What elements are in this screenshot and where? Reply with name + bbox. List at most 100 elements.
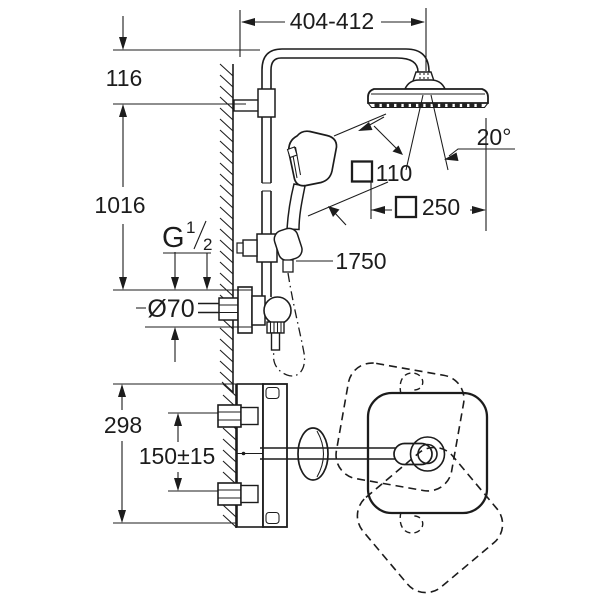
hose-outlet-tube: [270, 332, 281, 351]
dim-250-label: 250: [422, 194, 460, 220]
head-mount-dome: [403, 79, 447, 90]
arrow-1016-top: [119, 104, 127, 117]
angle-arrow-right: [444, 152, 459, 161]
riser-joint: [262, 182, 271, 192]
valve-body-block: [251, 295, 266, 326]
arm-plan-end-cap: [393, 442, 433, 466]
riser-pipe: [233, 48, 430, 297]
thread-numerator: 1: [186, 218, 195, 237]
head-nozzles: [374, 103, 482, 108]
holder-knob-tip: [236, 242, 244, 254]
arrow-110-upper: [358, 122, 373, 131]
dimension-116-1016: 116 1016: [94, 16, 260, 290]
holder-cup: [273, 227, 303, 262]
square-symbol-250: [394, 195, 418, 219]
angle-underline: [448, 148, 515, 157]
front-view: 404-412 116 1016 G 1 2: [94, 8, 515, 393]
dimension-spacing-150: 150±15: [139, 412, 228, 492]
union-collar-top: [240, 406, 259, 426]
knurl-texture: [269, 322, 282, 333]
hand-shower-head: [287, 130, 338, 187]
plan-center-dot: [241, 451, 246, 456]
arrow-right: [411, 18, 425, 26]
arrow-298-top: [118, 384, 126, 397]
union-nut-bottom: [217, 482, 242, 506]
hand-shower-button: [286, 146, 298, 159]
thread-g-label: G: [162, 222, 185, 254]
valve-knob-circle: [263, 296, 292, 325]
head-plan-outline: [366, 391, 489, 515]
dimension-hand-shower-110: 110: [307, 113, 412, 226]
angle-arrow-left-stem: [373, 125, 398, 150]
union-nut-top: [217, 404, 242, 428]
thread-denominator: 2: [203, 235, 212, 254]
swivel-outline-lower: [356, 446, 504, 594]
dimension-head-250: 250: [370, 118, 487, 231]
spray-angle-callout: 20°: [373, 124, 515, 161]
swivel-connector-lower: [399, 511, 424, 534]
body-corner-detail-bottom: [265, 511, 280, 525]
square-symbol-110: [350, 160, 374, 183]
valve-main-body: [262, 383, 288, 528]
arrow-left: [241, 18, 255, 26]
hand-shower: [286, 130, 338, 231]
dim-1750-label: 1750: [335, 248, 386, 274]
shower-hose-curve: [272, 272, 306, 377]
hex-nut-facets: [219, 304, 238, 314]
plan-view: 298 150±15: [104, 362, 504, 594]
union-nut-bottom-facets: [218, 489, 241, 499]
holder-knob: [242, 239, 258, 257]
tangent-line-lower: [307, 181, 389, 217]
head-body: [367, 88, 489, 104]
thread-callout-g12: G 1 2: [162, 218, 212, 290]
flange-arrow-bottom: [171, 327, 179, 340]
union-collar-bottom: [240, 484, 259, 504]
arrow-1016-bottom: [119, 277, 127, 290]
hand-shower-holder: [236, 227, 303, 273]
thread-leader-arrow: [203, 277, 211, 290]
ball-joint-outer: [409, 436, 446, 472]
wall-hatching-front: [219, 63, 234, 393]
arrow-250-right: [472, 206, 486, 214]
dim-116-label: 116: [106, 65, 143, 91]
arrow-250-left: [371, 206, 385, 214]
valve-plan: [217, 383, 446, 528]
shower-arm: [281, 48, 430, 73]
wall-bracket-collar: [257, 88, 276, 118]
head-connector-threads: [419, 73, 429, 80]
wall-flange: [237, 286, 253, 334]
dim-150-label: 150±15: [139, 443, 216, 469]
spray-angle-lines: [405, 94, 449, 171]
tangent-line-upper: [333, 113, 387, 137]
arrow-110-lower: [328, 206, 340, 217]
body-corner-detail-top: [265, 386, 280, 400]
head-plan: [335, 362, 504, 594]
valve-front: [198, 272, 306, 377]
dim-70-label: Ø70: [147, 295, 194, 323]
angle-arrow-left: [392, 145, 403, 155]
union-nut-top-facets: [218, 411, 241, 421]
riser-right-line: [270, 57, 282, 297]
arrow-110-lower-stem: [333, 211, 347, 226]
arrow-116-head: [119, 37, 127, 50]
fraction-slash: [193, 220, 207, 250]
knob-plan-edge: [316, 430, 325, 478]
angle-20-label: 20°: [477, 124, 512, 150]
dimension-depth-298: 298: [104, 383, 240, 524]
dim-1016-label: 1016: [94, 192, 145, 218]
supply-hex-nut: [218, 297, 239, 321]
arrow-150-bottom: [174, 478, 182, 491]
dimension-top-width: 404-412: [239, 8, 427, 71]
wall-hatch-strokes-front: [219, 63, 234, 393]
wall-bracket-arm: [233, 99, 261, 112]
swivel-outline-upper: [335, 362, 465, 492]
holder-hose-nipple: [282, 259, 294, 273]
supply-pipe-lines: [198, 302, 219, 314]
head-shower-front: [367, 71, 489, 171]
dim-298-label: 298: [104, 412, 142, 438]
hose-length-callout: 1750: [296, 248, 387, 274]
arrow-150-top: [174, 413, 182, 426]
arrow-298-bottom: [118, 510, 126, 523]
